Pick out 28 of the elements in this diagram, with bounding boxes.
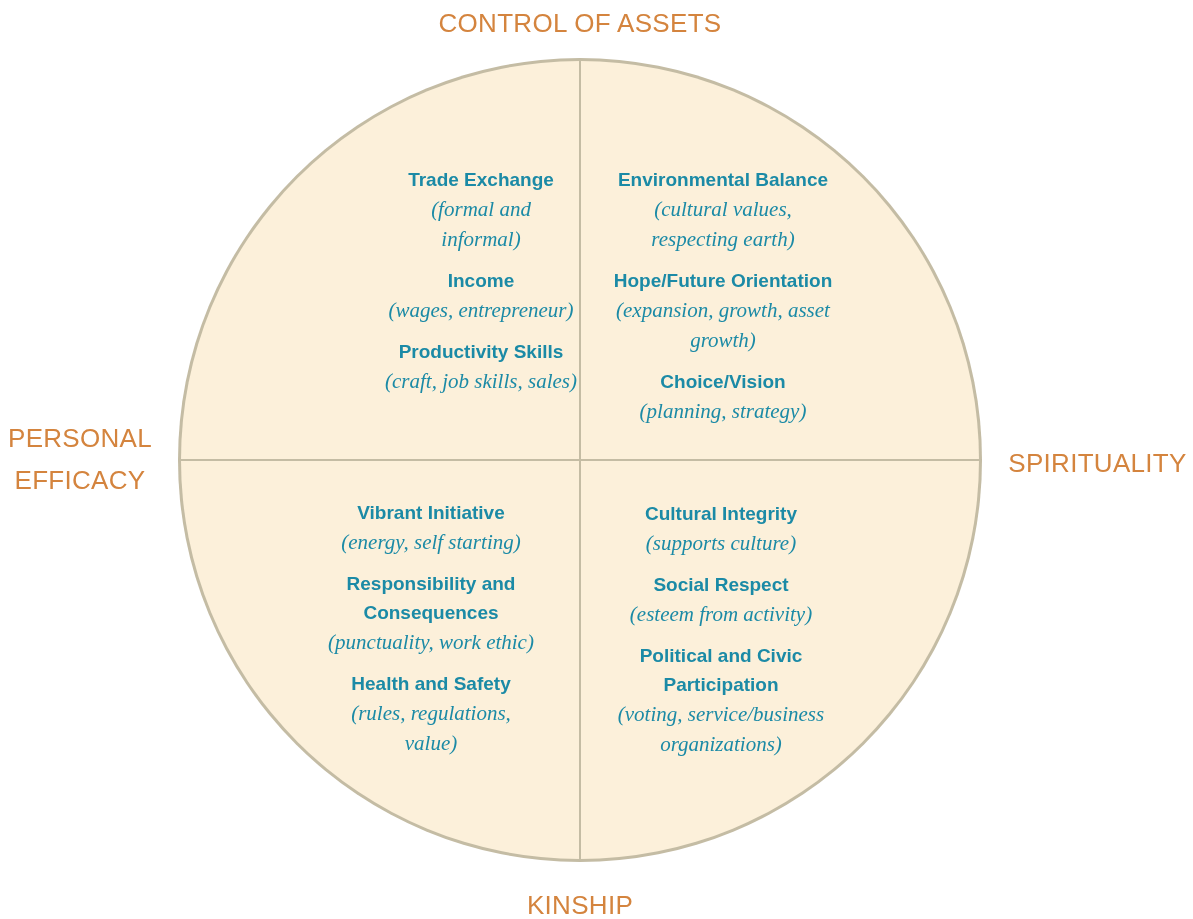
item-description: (formal and informal) — [430, 196, 532, 253]
item-heading: Social Respect — [652, 573, 790, 597]
item-description: (voting, service/business organizations) — [616, 701, 826, 758]
item-heading: Cultural Integrity — [644, 502, 798, 526]
item-description: (craft, job skills, sales) — [384, 368, 578, 395]
item-description: (rules, regulations, value) — [350, 700, 512, 757]
axis-label: PERSONAL EFFICACY — [7, 422, 153, 497]
axis-label: CONTROL OF ASSETS — [437, 7, 723, 40]
item-heading: Environmental Balance — [616, 168, 830, 192]
item-heading: Health and Safety — [350, 672, 512, 696]
item-description: (esteem from activity) — [628, 601, 814, 628]
item-heading: Trade Exchange — [407, 168, 555, 192]
item-heading: Hope/Future Orientation — [612, 269, 834, 293]
item-description: (supports culture) — [644, 530, 798, 557]
axis-label: KINSHIP — [525, 889, 635, 919]
item-heading: Productivity Skills — [397, 340, 565, 364]
item-description: (cultural values, respecting earth) — [650, 196, 796, 253]
item-heading: Choice/Vision — [659, 370, 787, 394]
axis-label: SPIRITUALITY — [1007, 447, 1188, 480]
item-heading: Income — [446, 269, 516, 293]
item-heading: Responsibility and Consequences — [345, 572, 517, 625]
item-description: (wages, entrepreneur) — [387, 297, 575, 324]
item-description: (punctuality, work ethic) — [327, 629, 535, 656]
item-description: (energy, self starting) — [340, 529, 522, 556]
item-heading: Vibrant Initiative — [356, 501, 506, 525]
item-description: (expansion, growth, asset growth) — [615, 297, 832, 354]
item-description: (planning, strategy) — [638, 398, 808, 425]
item-heading: Political and Civic Participation — [638, 644, 804, 697]
